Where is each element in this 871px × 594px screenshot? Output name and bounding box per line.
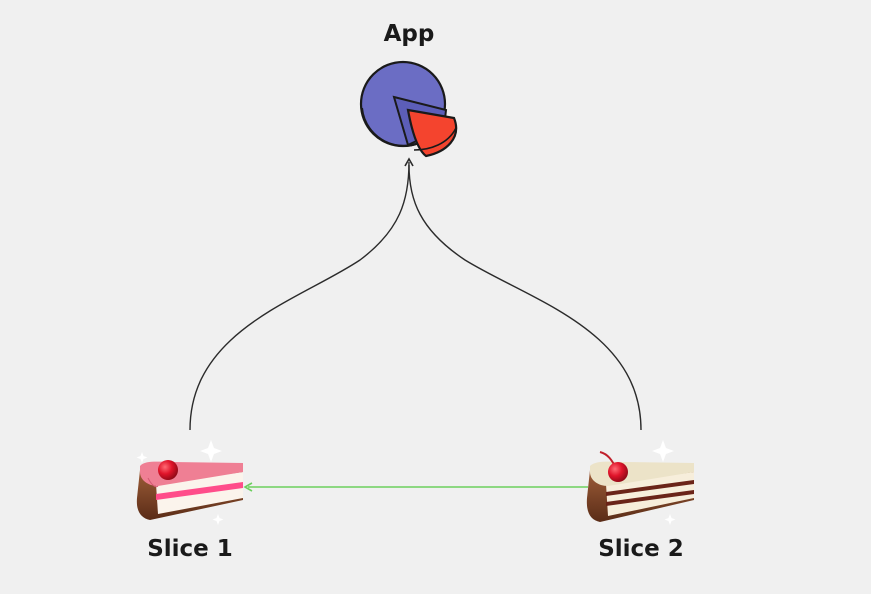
node-label-slice2: Slice 2 <box>598 536 684 562</box>
edge-slice1-to-app[interactable] <box>189 157 414 431</box>
slice2-cake-icon[interactable] <box>586 440 694 525</box>
edge-slice2-to-app[interactable] <box>408 164 642 431</box>
slice1-cake-icon[interactable] <box>136 440 244 525</box>
pie-chart-icon[interactable] <box>359 60 458 158</box>
node-label-app: App <box>383 21 435 47</box>
node-label-slice1: Slice 1 <box>147 536 233 562</box>
